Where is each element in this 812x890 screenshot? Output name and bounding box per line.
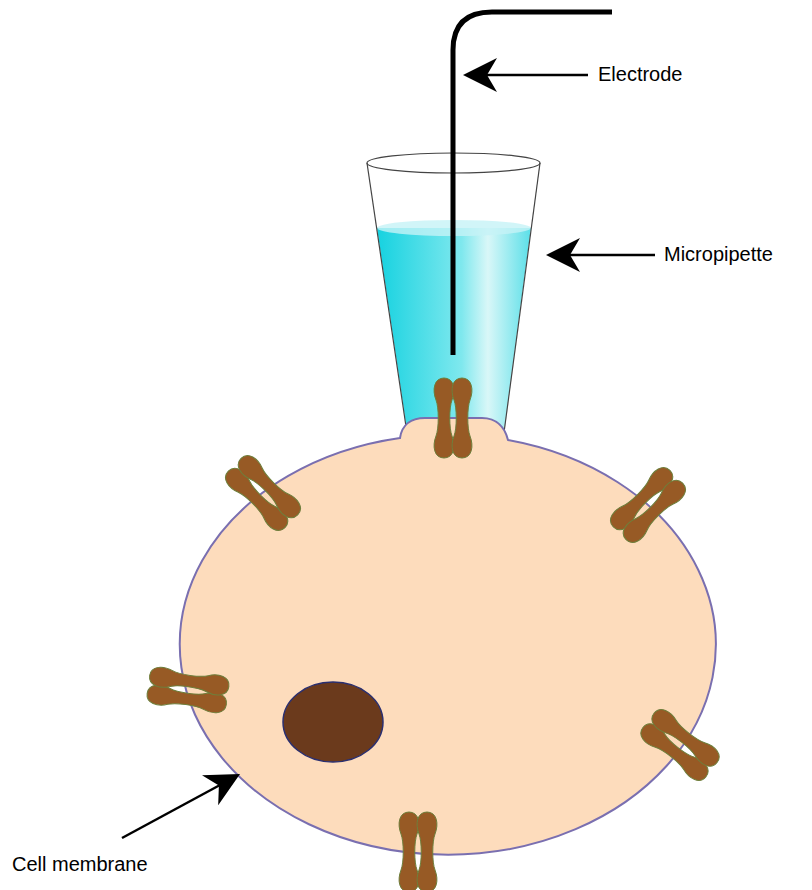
leader-arrow (122, 759, 248, 838)
ion-channel (434, 378, 472, 458)
callout-label: Electrode (598, 62, 683, 86)
cell-body (180, 418, 716, 855)
ion-channel (399, 812, 437, 890)
ion-channel (221, 451, 304, 534)
nucleus (283, 682, 383, 762)
leader-arrow (463, 58, 588, 92)
ion-channel (146, 666, 230, 715)
leader-arrow (546, 238, 655, 272)
callout-label: Cell membrane (12, 852, 148, 876)
electrode-wire (453, 12, 612, 355)
ion-channel (637, 705, 723, 784)
ion-channel (606, 463, 689, 546)
callout-label: Micropipette (664, 242, 773, 266)
pipette-wall (503, 163, 540, 440)
pipette-wall (367, 163, 408, 440)
